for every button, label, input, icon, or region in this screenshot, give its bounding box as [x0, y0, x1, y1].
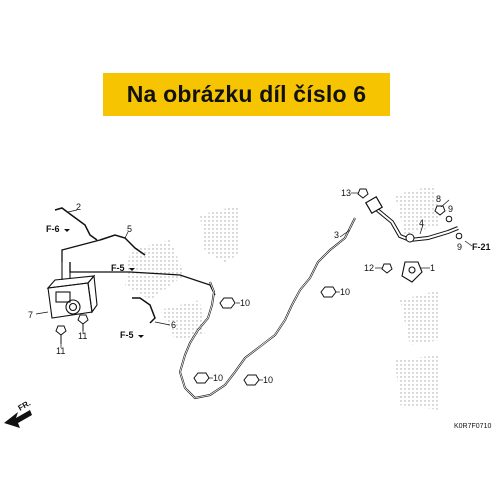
- callout-1: 1: [430, 263, 435, 273]
- callout-5: 5: [127, 224, 132, 234]
- callout-10-b: 10: [340, 287, 350, 297]
- bolt-13: [357, 188, 369, 199]
- callout-12: 12: [364, 263, 374, 273]
- callout-6: 6: [171, 320, 176, 330]
- brake-pipe-6: [132, 297, 156, 324]
- brake-hose-4: [364, 195, 459, 243]
- callout-8: 8: [436, 194, 441, 204]
- ref-f5-a: F-5: [111, 263, 125, 273]
- callout-4: 4: [419, 218, 424, 228]
- front-direction-arrow: [4, 410, 32, 428]
- brake-pipe-2: [54, 207, 98, 241]
- part-number-banner: Na obrázku díl číslo 6: [103, 73, 390, 116]
- callout-10-a: 10: [240, 298, 250, 308]
- callout-11-b: 11: [78, 331, 87, 341]
- ref-arrows: [64, 229, 144, 338]
- callout-13: 13: [341, 188, 351, 198]
- nut-10-b: [320, 286, 337, 298]
- callout-10-d: 10: [263, 375, 273, 385]
- nut-10-a: [219, 297, 236, 309]
- bolt-11-a: [55, 325, 67, 344]
- nut-10-d: [243, 374, 260, 386]
- ref-f6: F-6: [46, 224, 60, 234]
- callout-11-a: 11: [56, 346, 65, 356]
- callout-3: 3: [334, 230, 339, 240]
- washer-9-a: [445, 215, 453, 223]
- callout-10-c: 10: [213, 373, 223, 383]
- nut-10-c: [193, 372, 210, 384]
- long-brake-hose-inner: [179, 217, 356, 399]
- bolt-11-b: [77, 314, 89, 331]
- callout-2: 2: [76, 202, 81, 212]
- callout-7: 7: [28, 310, 33, 320]
- washer-9-b: [455, 232, 463, 240]
- background-frame: [125, 185, 440, 410]
- leader-lines: [35, 192, 473, 381]
- callout-9-b: 9: [457, 242, 462, 252]
- callout-9-a: 9: [448, 204, 453, 214]
- clamp-1: [401, 261, 423, 283]
- ref-f21: F-21: [472, 242, 491, 252]
- ref-f5-b: F-5: [120, 330, 134, 340]
- bolt-12: [381, 263, 393, 274]
- diagram-code: K0R7F0710: [454, 423, 491, 430]
- abs-modulator: [46, 262, 98, 319]
